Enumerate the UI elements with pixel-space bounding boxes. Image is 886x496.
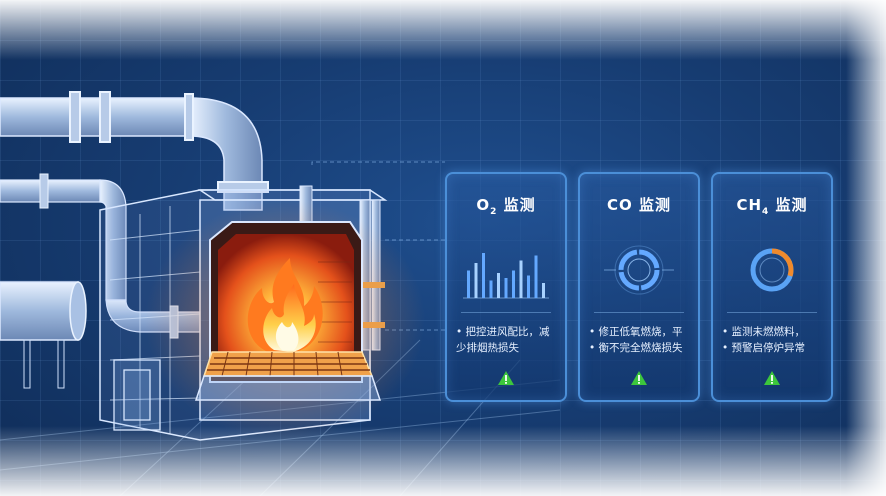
o2-card-divider: [461, 312, 551, 313]
warning-triangle-icon: [498, 371, 514, 385]
co-monitor-card: CO 监测 • 修正低氧燃烧，平 • 衡不完全燃烧损失: [578, 172, 700, 402]
o2-chart-bar: [504, 278, 508, 298]
ch4-card-title: CH4 监测: [736, 196, 808, 217]
co-card-title: CO 监测: [607, 196, 671, 214]
o2-monitor-card: O2 监测 • 把控进风配比，减 少排烟热损失: [445, 172, 567, 402]
o2-chart-bar: [527, 275, 530, 298]
ch4-desc-line-1: • 监测未燃燃料，: [722, 326, 806, 338]
co-ring-chart: [604, 245, 674, 295]
warning-triangle-icon: [764, 371, 780, 385]
o2-chart-bar: [512, 270, 515, 298]
ch4-card-divider: [727, 312, 817, 313]
co-card-divider: [594, 312, 684, 313]
o2-desc-line-2: 少排烟热损失: [456, 342, 519, 354]
o2-chart-bar: [497, 273, 500, 298]
o2-chart-bar: [489, 280, 493, 298]
o2-chart-bar: [482, 253, 485, 298]
co-card-description: • 修正低氧燃烧，平 • 衡不完全燃烧损失: [589, 324, 692, 356]
o2-bar-chart: [463, 253, 549, 299]
o2-chart-bar: [519, 260, 523, 298]
o2-card-description: • 把控进风配比，减 少排烟热损失: [456, 324, 559, 356]
o2-chart-bar: [467, 270, 470, 298]
ch4-desc-line-2: • 预警启停炉异常: [722, 342, 806, 354]
co-desc-line-1: • 修正低氧燃烧，平: [589, 326, 683, 338]
ch4-monitor-card: CH4 监测 • 监测未燃燃料， • 预警启停炉异常: [711, 172, 833, 402]
o2-chart-bar: [474, 263, 478, 298]
co-desc-line-2: • 衡不完全燃烧损失: [589, 342, 683, 354]
o2-desc-line-1: • 把控进风配比，减: [456, 326, 550, 338]
warning-triangle-icon: [631, 371, 647, 385]
ch4-gauge-chart: [750, 248, 794, 292]
ch4-card-description: • 监测未燃燃料， • 预警启停炉异常: [722, 324, 825, 356]
o2-chart-bar: [542, 283, 545, 298]
o2-chart-bar: [534, 255, 538, 298]
o2-card-title: O2 监测: [476, 196, 536, 217]
